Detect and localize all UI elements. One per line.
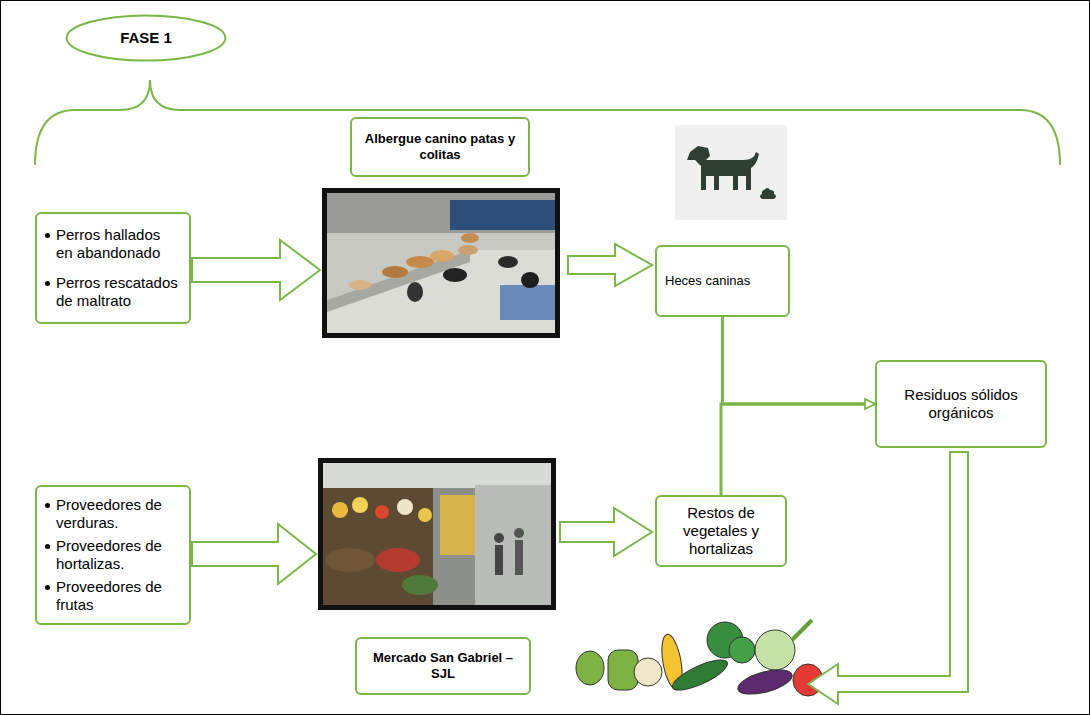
list-item-text: Proveedores de hortalizas. xyxy=(56,537,181,573)
bullet-dot xyxy=(45,503,50,508)
phase-oval: FASE 1 xyxy=(65,14,227,62)
bullet-dot xyxy=(45,233,50,238)
block-arrows xyxy=(192,240,968,704)
shelter-label: Albergue canino patas y colitas xyxy=(350,117,530,177)
block-arrow xyxy=(808,452,968,704)
bullet-dot xyxy=(45,281,50,286)
market-photo xyxy=(318,458,556,610)
shelter-photo xyxy=(322,188,560,338)
list-item-text: Proveedores de verduras. xyxy=(56,496,181,532)
list-item-text: Perros hallados en abandonado xyxy=(56,226,181,262)
source-list: Perros hallados en abandonadoPerros resc… xyxy=(35,212,191,324)
flow-arrow xyxy=(721,404,875,495)
node-text: Residuos sólidos orgánicos xyxy=(885,386,1037,422)
node-text: Heces caninas xyxy=(665,273,780,289)
flow-arrow xyxy=(723,317,876,404)
block-arrow xyxy=(568,244,652,286)
phase-bracket xyxy=(35,80,1060,165)
node-text: FASE 1 xyxy=(120,29,172,47)
block-arrow xyxy=(560,508,652,556)
node-text: Mercado San Gabriel – SJL xyxy=(365,650,521,681)
node-text: Restos de vegetales y hortalizas xyxy=(665,504,777,558)
source-list: Proveedores de verduras. Proveedores de h… xyxy=(35,485,191,625)
list-item: Proveedores de hortalizas. xyxy=(45,537,181,573)
output-box: Restos de vegetales y hortalizas xyxy=(655,495,787,567)
vegetables-illustration xyxy=(576,620,823,699)
list-item: Perros rescatados de maltrato xyxy=(45,274,181,310)
list-item: Proveedores de frutas xyxy=(45,578,181,614)
bullet-dot xyxy=(45,544,50,549)
node-text: Albergue canino patas y colitas xyxy=(360,131,520,162)
block-arrow xyxy=(192,524,316,584)
list-item-text: Proveedores de frutas xyxy=(56,578,181,614)
output-box: Heces caninas xyxy=(655,245,790,317)
list-item-text: Perros rescatados de maltrato xyxy=(56,274,181,310)
list-item: Perros hallados en abandonado xyxy=(45,226,181,262)
market-label: Mercado San Gabriel – SJL xyxy=(355,637,531,695)
dog-icon xyxy=(675,125,787,220)
bullet-dot xyxy=(45,585,50,590)
block-arrow xyxy=(192,240,320,300)
list-item: Proveedores de verduras. xyxy=(45,496,181,532)
result-box: Residuos sólidos orgánicos xyxy=(875,360,1047,448)
